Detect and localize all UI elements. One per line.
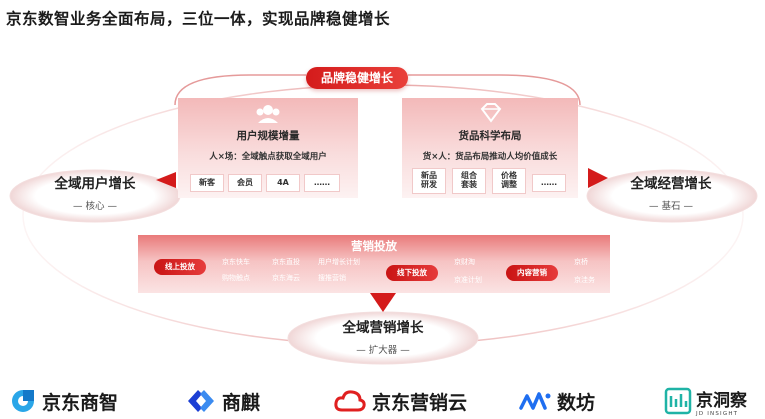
chip-member: 会员 — [228, 174, 262, 192]
marketing-item: 京财淘 — [454, 258, 475, 266]
left-side-label: 全域用户增长 — 核心 — — [20, 172, 170, 212]
shufang-text: 数坊 — [557, 391, 596, 414]
chip-new-product: 新品 研发 — [412, 168, 446, 194]
right-side-label: 全域经营增长 — 基石 — — [596, 172, 746, 212]
jd-shangzhi-text: 京东商智 — [42, 391, 119, 414]
marketing-panel: 营销投放 线上投放 线下投放 内容营销 京东快车 京东直投 用户增长计划 京财淘… — [138, 235, 610, 293]
jd-marketing-cloud-text: 京东营销云 — [372, 391, 468, 414]
marketing-item: 京准计划 — [454, 276, 482, 284]
center-gap — [358, 98, 402, 198]
business-growth-title: 全域经营增长 — [630, 176, 712, 192]
chip-price: 价格 调整 — [492, 168, 526, 194]
goods-layout-panel: 货品科学布局 货×人：货品布局推动人均价值成长 新品 研发 组合 套装 价格 调… — [402, 98, 578, 198]
user-growth-title: 全域用户增长 — [54, 176, 136, 192]
top-arc — [174, 74, 306, 106]
user-panel-desc: 人×场：全域触点获取全域用户 — [209, 152, 327, 162]
shangqi-logo: 商麒 — [186, 387, 260, 415]
brand-growth-pill: 品牌稳健增长 — [306, 67, 408, 89]
shangqi-text: 商麒 — [222, 391, 261, 414]
jd-insight-text: 京洞察 — [696, 390, 747, 411]
top-arc-right — [408, 74, 581, 106]
user-panel-heading: 用户规模增量 — [236, 130, 300, 142]
goods-panel-desc: 货×人：货品布局推动人均价值成长 — [422, 152, 558, 162]
diamond-icon — [480, 103, 502, 123]
marketing-item: 京桥 — [574, 258, 588, 266]
marketing-item: 京东快车 — [222, 258, 250, 266]
user-growth-sub: — 核心 — — [72, 201, 118, 212]
right-glow — [586, 169, 758, 223]
business-growth-sub: — 基石 — — [648, 201, 694, 212]
jd-shangzhi-logo: 京东商智 — [10, 387, 118, 415]
marketing-growth-title: 全域营销增长 — [342, 320, 424, 336]
chip-4a: 4A — [266, 174, 300, 192]
arrow-left-icon — [156, 172, 176, 188]
jd-insight-sub: JD INSIGHT — [696, 410, 739, 417]
chip-goods-more: …… — [532, 174, 566, 192]
chip-bundle: 组合 套装 — [452, 168, 486, 194]
content-marketing-pill: 内容营销 — [506, 265, 558, 281]
page-title: 京东数智业务全面布局，三位一体，实现品牌稳健增长 — [6, 10, 391, 28]
jd-marketing-cloud-logo: 京东营销云 — [334, 387, 467, 415]
chip-more: …… — [304, 174, 340, 192]
jd-insight-icon — [664, 387, 692, 415]
user-scale-panel: 用户规模增量 人×场：全域触点获取全域用户 新客 会员 4A …… — [178, 98, 358, 198]
marketing-growth-sub: — 扩大器 — — [356, 345, 410, 356]
shangqi-icon — [188, 390, 214, 412]
marketing-item: 用户增长计划 — [318, 258, 360, 266]
goods-panel-heading: 货品科学布局 — [458, 130, 522, 142]
chip-new-customer: 新客 — [190, 174, 224, 192]
jd-insight-logo: 京洞察 JD INSIGHT — [664, 387, 747, 417]
arrow-down-icon — [370, 293, 396, 312]
bottom-center-label: 全域营销增长 — 扩大器 — — [300, 316, 466, 356]
shufang-icon — [519, 392, 551, 410]
shufang-logo: 数坊 — [519, 387, 595, 415]
online-ads-pill: 线上投放 — [154, 259, 206, 275]
offline-ads-pill: 线下投放 — [386, 265, 438, 281]
marketing-item: 京洼务 — [574, 276, 595, 284]
cloud-icon — [334, 390, 366, 412]
marketing-item: 购物触点 — [222, 274, 250, 282]
jd-shangzhi-icon — [12, 390, 34, 412]
marketing-item: 京东直投 — [272, 258, 300, 266]
marketing-item: 搜推营销 — [318, 274, 346, 282]
arrow-right-icon — [588, 168, 608, 188]
users-icon — [256, 105, 280, 123]
marketing-title: 营销投放 — [351, 239, 397, 253]
marketing-item: 京东海云 — [272, 274, 300, 282]
